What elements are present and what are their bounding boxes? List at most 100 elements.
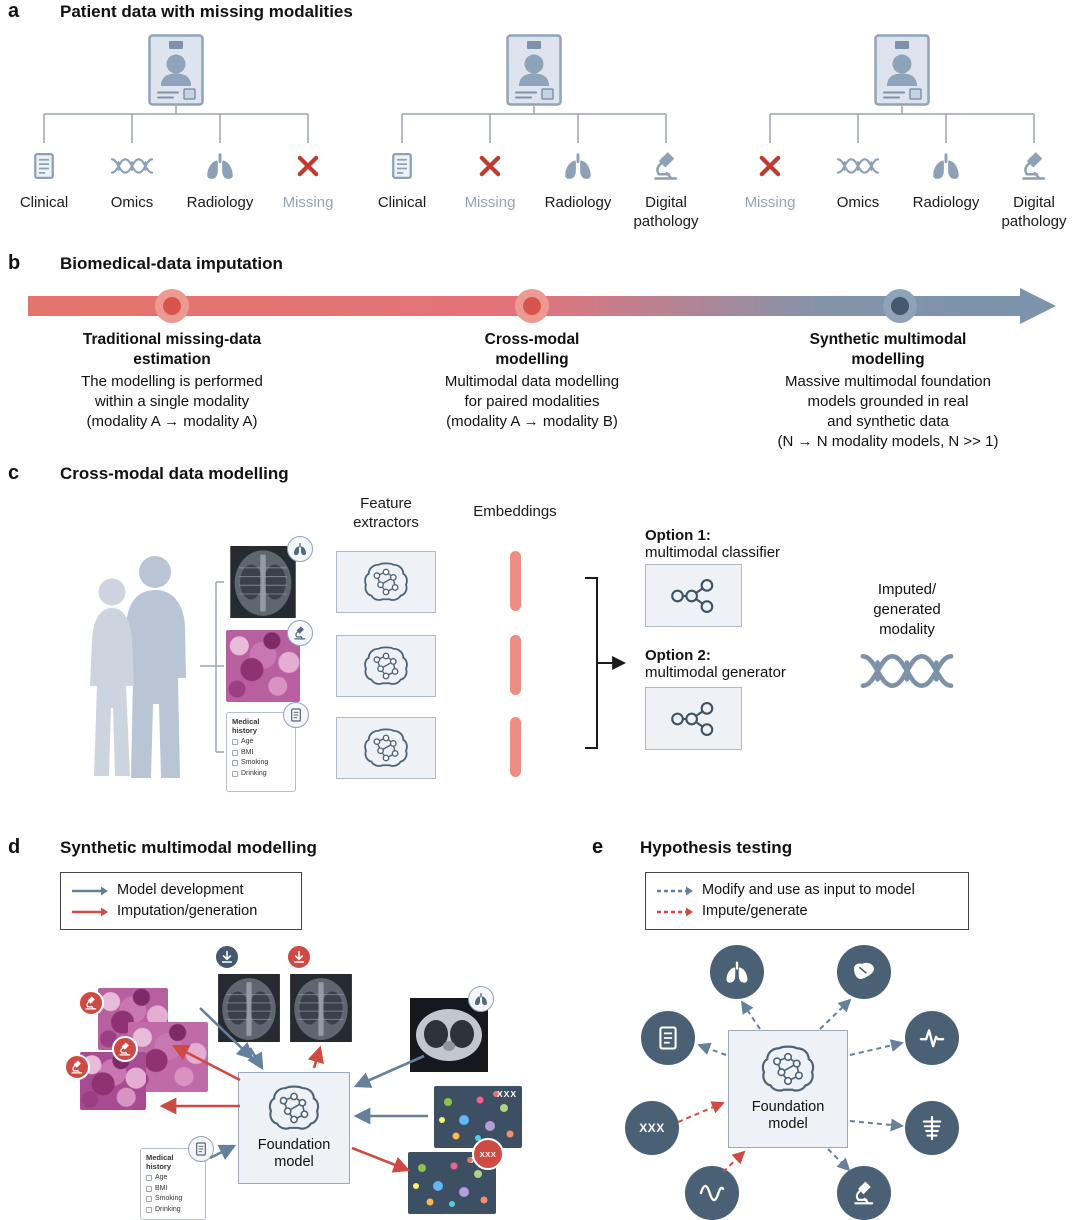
embedding-bar — [510, 717, 521, 777]
medical-history-card: Medical history Age BMI Smoking Drinking — [226, 712, 296, 792]
chest-xray-image — [290, 974, 352, 1042]
microscope-icon — [990, 146, 1078, 186]
patient-id-card-icon — [506, 34, 562, 106]
microscope-badge-icon — [112, 1036, 138, 1062]
option-1-text: Option 1: multimodal classifier — [645, 527, 781, 561]
input-down-arrow-badge-icon — [214, 944, 240, 970]
modality-radiology: Radiology — [176, 146, 264, 212]
microscope-icon — [622, 146, 710, 186]
stage-cross-modal: Cross-modal modelling Multimodal data mo… — [444, 331, 620, 430]
missing-x-icon — [726, 146, 814, 186]
generated-dna-icon — [845, 650, 969, 692]
document-modality-icon — [641, 1011, 695, 1065]
modality-missing: Missing — [264, 146, 352, 212]
omics-xxx-label: XXX — [496, 1089, 517, 1099]
feature-extractor-box — [336, 635, 436, 697]
lungs-icon — [902, 146, 990, 186]
radiology-badge-lungs-icon — [468, 986, 494, 1012]
timeline-node-3 — [883, 289, 917, 323]
panel-d-title: Synthetic multimodal modelling — [60, 838, 317, 857]
checkbox-icon — [232, 770, 238, 777]
clinical-icon — [358, 146, 446, 186]
lungs-icon — [534, 146, 622, 186]
clinical-icon — [0, 146, 88, 186]
modality-radiology: Radiology — [534, 146, 622, 212]
panel-b-title: Biomedical-data imputation — [60, 254, 283, 273]
patient-id-card-icon — [874, 34, 930, 106]
lungs-modality-icon — [710, 945, 764, 999]
embedding-bar — [510, 551, 521, 611]
imputation-generation-arrow-icon — [72, 907, 108, 916]
dna-icon — [814, 146, 902, 186]
impute-generate-dashed-arrow-icon — [657, 907, 693, 916]
imputed-modality-label: Imputed/ generated modality — [873, 581, 941, 638]
foundation-model-box: Foundation model — [728, 1030, 848, 1148]
checkbox-icon — [232, 749, 238, 756]
option-2-text: Option 2: multimodal generator — [645, 647, 786, 681]
modality-missing: Missing — [446, 146, 534, 212]
panel-a-label: a — [8, 0, 20, 22]
panel-c-title: Cross-modal data modelling — [60, 464, 289, 483]
modality-clinical: Clinical — [0, 146, 88, 212]
brain-network-icon — [362, 562, 410, 602]
panel-e-title: Hypothesis testing — [640, 838, 793, 857]
brain-network-icon — [362, 646, 410, 686]
ecg-modality-icon — [905, 1011, 959, 1065]
panel-e-label: e — [592, 836, 604, 858]
pathology-image — [80, 1052, 146, 1110]
modality-digital-pathology: Digital pathology — [622, 146, 710, 231]
patient-group-2: Clinical Missing Radiology Digital patho… — [358, 34, 710, 244]
graph-network-icon — [668, 699, 720, 739]
omics-xxx-badge: XXX — [472, 1138, 504, 1170]
modality-omics: Omics — [88, 146, 176, 212]
checkbox-icon — [146, 1185, 152, 1192]
dna-icon — [88, 146, 176, 186]
chest-xray-image — [218, 974, 280, 1042]
clinical-badge-document-icon — [188, 1136, 214, 1162]
brain-network-icon — [266, 1085, 322, 1131]
panel-c-label: c — [8, 462, 20, 484]
embedding-bar — [510, 635, 521, 695]
checkbox-icon — [232, 760, 238, 766]
missing-x-icon — [446, 146, 534, 186]
foundation-model-box: Foundation model — [238, 1072, 350, 1184]
modality-clinical: Clinical — [358, 146, 446, 212]
model-development-arrow-icon — [72, 886, 108, 895]
patient-group-3: Missing Omics Radiology Digital patholog… — [726, 34, 1078, 244]
feature-extractor-box — [336, 551, 436, 613]
clinical-badge-document-icon — [283, 702, 309, 728]
panel-d-label: d — [8, 836, 21, 858]
panel-e-legend: Modify and use as input to model Impute/… — [645, 872, 969, 930]
multimodal-classifier-box — [645, 564, 742, 627]
lungs-icon — [176, 146, 264, 186]
feature-extractors-label: Feature extractors — [353, 495, 419, 531]
panel-b-label: b — [8, 252, 21, 274]
omics-xxx-modality-icon: XXX — [625, 1101, 679, 1155]
timeline-node-1 — [155, 289, 189, 323]
stage-synthetic: Synthetic multimodal modelling Massive m… — [777, 331, 999, 450]
signal-wave-modality-icon — [685, 1166, 739, 1220]
modality-missing: Missing — [726, 146, 814, 212]
checkbox-icon — [146, 1175, 152, 1181]
panel-d-legend: Model development Imputation/generation — [60, 872, 302, 930]
checkbox-icon — [146, 1196, 152, 1202]
brain-network-icon — [362, 728, 410, 768]
graph-network-icon — [668, 576, 720, 616]
timeline-node-2 — [515, 289, 549, 323]
radiology-badge-lungs-icon — [287, 536, 313, 562]
microscope-modality-icon — [837, 1166, 891, 1220]
pathology-thumbnail — [226, 630, 300, 702]
checkbox-icon — [146, 1206, 152, 1213]
multimodal-generator-box — [645, 687, 742, 750]
patients-silhouette — [90, 556, 186, 778]
microscope-badge-icon — [78, 990, 104, 1016]
embeddings-label: Embeddings — [473, 503, 557, 520]
modify-input-dashed-arrow-icon — [657, 886, 693, 895]
generated-down-arrow-badge-icon — [286, 944, 312, 970]
patient-group-1: Clinical Omics Radiology Missing — [0, 34, 352, 244]
stage-traditional: Traditional missing-data estimation The … — [81, 331, 263, 430]
missing-x-icon — [264, 146, 352, 186]
skeleton-modality-icon — [905, 1101, 959, 1155]
checkbox-icon — [232, 739, 238, 745]
